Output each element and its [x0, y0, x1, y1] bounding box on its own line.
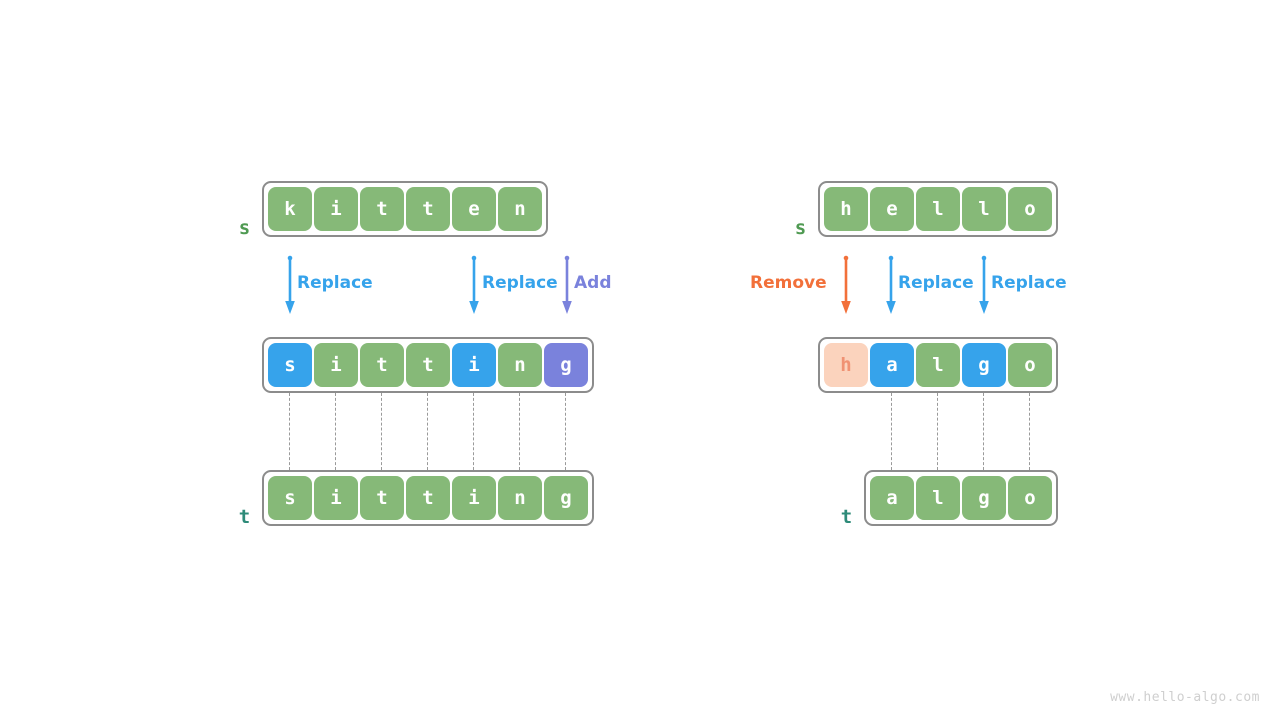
char-cell: t [360, 476, 404, 520]
connector-line [335, 393, 336, 470]
char-cell: s [268, 343, 312, 387]
operation-label-add: Add [574, 273, 612, 293]
connector-line [565, 393, 566, 470]
char-cell: i [314, 476, 358, 520]
char-cell: l [962, 187, 1006, 231]
operation-label-replace-3: Replace [898, 273, 974, 293]
connector-line [937, 393, 938, 470]
right-source-string: h e l l o [818, 181, 1058, 237]
char-cell: h [824, 187, 868, 231]
char-cell: l [916, 187, 960, 231]
char-cell: o [1008, 476, 1052, 520]
char-cell: o [1008, 187, 1052, 231]
char-cell: g [962, 476, 1006, 520]
char-cell: n [498, 343, 542, 387]
right-target-var: t [840, 506, 853, 528]
char-cell: i [452, 343, 496, 387]
char-cell: i [314, 343, 358, 387]
add-arrow-icon [560, 255, 574, 316]
right-result-string: h a l g o [818, 337, 1058, 393]
char-cell: t [406, 187, 450, 231]
char-cell: l [916, 343, 960, 387]
replace-arrow-icon [467, 255, 481, 316]
char-cell: n [498, 476, 542, 520]
operation-label-replace-4: Replace [991, 273, 1067, 293]
char-cell: s [268, 476, 312, 520]
left-source-string: k i t t e n [262, 181, 548, 237]
connector-line [519, 393, 520, 470]
char-cell: g [544, 343, 588, 387]
char-cell: t [406, 476, 450, 520]
left-source-var: s [238, 217, 251, 239]
char-cell: l [916, 476, 960, 520]
char-cell: t [360, 187, 404, 231]
operation-label-replace-1: Replace [297, 273, 373, 293]
right-target-string: a l g o [864, 470, 1058, 526]
char-cell: t [406, 343, 450, 387]
char-cell: a [870, 476, 914, 520]
watermark: www.hello-algo.com [1110, 690, 1260, 705]
connector-line [983, 393, 984, 470]
char-cell: e [870, 187, 914, 231]
replace-arrow-icon [977, 255, 991, 316]
remove-arrow-icon [839, 255, 853, 316]
connector-line [473, 393, 474, 470]
left-target-string: s i t t i n g [262, 470, 594, 526]
replace-arrow-icon [884, 255, 898, 316]
connector-line [381, 393, 382, 470]
connector-line [891, 393, 892, 470]
char-cell: i [314, 187, 358, 231]
left-target-var: t [238, 506, 251, 528]
connector-line [289, 393, 290, 470]
char-cell: k [268, 187, 312, 231]
char-cell: g [962, 343, 1006, 387]
operation-label-replace-2: Replace [482, 273, 558, 293]
connector-line [427, 393, 428, 470]
char-cell: a [870, 343, 914, 387]
right-source-var: s [794, 217, 807, 239]
replace-arrow-icon [283, 255, 297, 316]
char-cell: e [452, 187, 496, 231]
char-cell: n [498, 187, 542, 231]
left-result-string: s i t t i n g [262, 337, 594, 393]
char-cell: i [452, 476, 496, 520]
char-cell: t [360, 343, 404, 387]
connector-line [1029, 393, 1030, 470]
operation-label-remove: Remove [750, 273, 827, 293]
char-cell: h [824, 343, 868, 387]
char-cell: g [544, 476, 588, 520]
char-cell: o [1008, 343, 1052, 387]
